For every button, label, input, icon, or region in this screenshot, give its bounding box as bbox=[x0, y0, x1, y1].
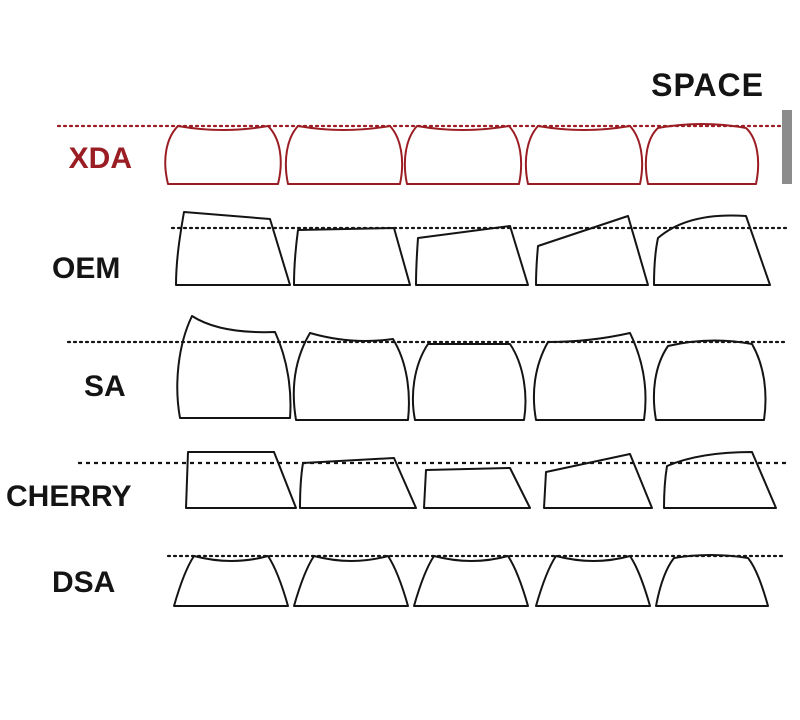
keycap-dsa-2 bbox=[293, 555, 409, 607]
space-indicator-bar bbox=[782, 110, 792, 184]
profile-label-xda: XDA bbox=[69, 142, 132, 175]
keycap-cherry-3 bbox=[423, 467, 531, 509]
keycap-sa-1 bbox=[176, 315, 292, 419]
keycap-oem-4 bbox=[535, 215, 649, 286]
keycap-sa-4 bbox=[532, 332, 647, 421]
profile-row-sa: SA bbox=[66, 315, 786, 421]
keycap-cherry-4 bbox=[543, 453, 653, 509]
space-column-label: SPACE bbox=[651, 67, 764, 103]
keycap-cherry-1 bbox=[185, 451, 297, 509]
keycap-cherry-2 bbox=[299, 457, 417, 509]
keycap-xda-3 bbox=[403, 125, 523, 185]
keycap-oem-1 bbox=[175, 211, 291, 286]
keycap-xda-4 bbox=[524, 125, 644, 185]
profile-label-oem: OEM bbox=[52, 252, 120, 285]
keycap-dsa-3 bbox=[413, 555, 529, 607]
keycap-dsa-5 bbox=[655, 554, 769, 607]
profile-label-sa: SA bbox=[84, 370, 126, 403]
keycap-cherry-5 bbox=[663, 451, 777, 509]
keycap-sa-5 bbox=[653, 339, 767, 421]
keycap-dsa-4 bbox=[535, 555, 651, 607]
keycap-sa-2 bbox=[292, 332, 410, 421]
keycap-oem-3 bbox=[415, 225, 529, 286]
keycap-oem-2 bbox=[293, 227, 411, 286]
keycap-dsa-1 bbox=[173, 555, 289, 607]
profile-label-cherry: CHERRY bbox=[6, 480, 132, 513]
keycap-oem-5 bbox=[653, 214, 771, 286]
keycap-xda-2 bbox=[284, 125, 404, 185]
keycap-xda-1 bbox=[164, 125, 282, 185]
profile-row-cherry: CHERRY bbox=[6, 451, 788, 513]
keycap-sa-3 bbox=[412, 343, 527, 421]
keycap-xda-5 bbox=[644, 123, 760, 185]
profile-label-dsa: DSA bbox=[52, 566, 115, 599]
profile-row-dsa: DSA bbox=[52, 554, 786, 607]
profile-row-xda: XDA bbox=[56, 123, 782, 185]
profile-row-oem: OEM bbox=[52, 211, 788, 286]
